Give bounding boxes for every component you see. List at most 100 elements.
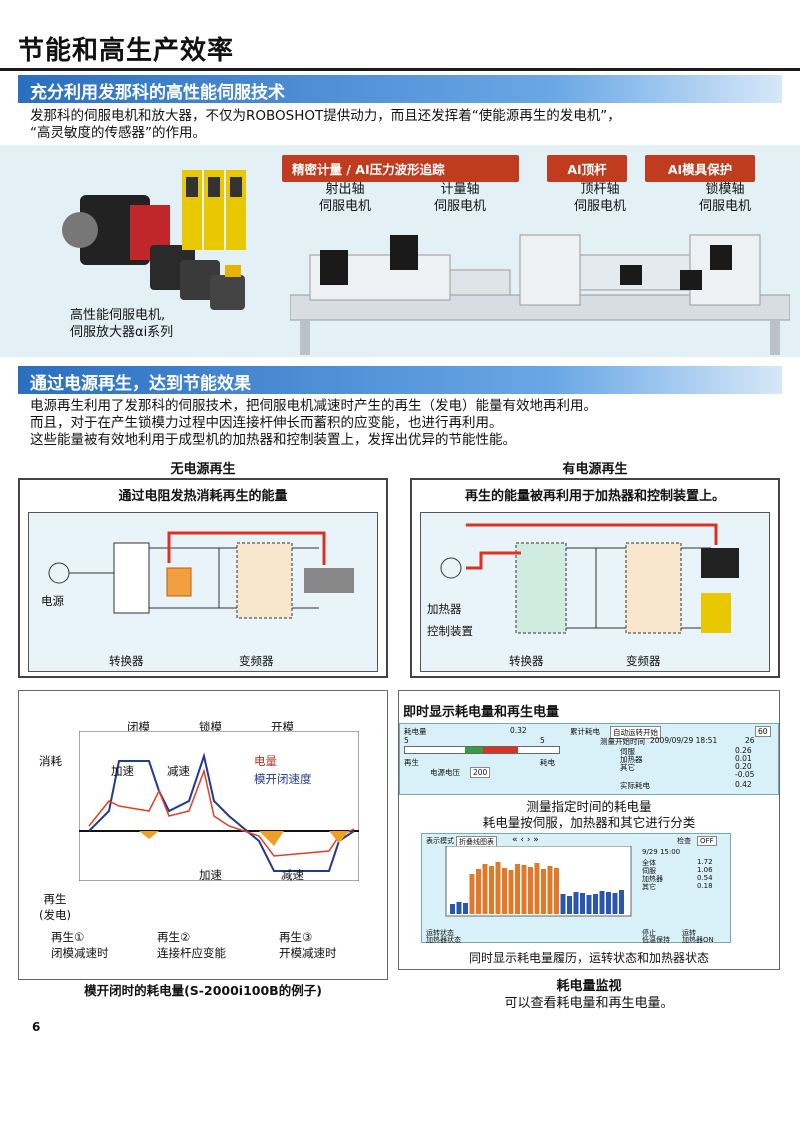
legend-servo: 伺服 — [642, 867, 656, 875]
legend-other: 其它 — [642, 883, 656, 891]
screen-consumption2: 耗电 — [540, 758, 555, 767]
y-label-regen: 再生 (发电) — [39, 892, 71, 922]
status-running: 运转 — [682, 929, 696, 937]
history-bar — [469, 874, 475, 914]
actual-value: 0.42 — [735, 780, 752, 789]
item-heater-value: 0.01 — [735, 754, 752, 763]
intro-line1: 发那科的伺服电机和放大器，不仅为ROBOSHOT提供动力，而且还发挥着“使能源再… — [30, 108, 621, 124]
left-circuit-title: 无电源再生 — [170, 462, 236, 477]
history-bar — [515, 864, 520, 914]
motor-label-metering: 计量轴 伺服电机 — [433, 182, 486, 214]
screen-auto[interactable]: 自动运转开始 — [610, 726, 661, 739]
history-bar — [573, 892, 579, 914]
value-26: 26 — [745, 736, 755, 745]
history-bar — [560, 894, 566, 914]
item-servo: 伺服 — [620, 747, 635, 756]
actual-label: 实际耗电 — [620, 781, 650, 790]
legend-date: 9/29 15:00 — [642, 848, 681, 856]
intro-line2: “高灵敏度的传感器”的作用。 — [30, 125, 206, 141]
monitor-footer-title: 耗电量监视 — [556, 979, 622, 994]
accel-label-2: 加速 — [199, 868, 222, 882]
title-rule — [0, 68, 800, 71]
power-screen: 耗电量 0.32 累计耗电 自动运转开始 60 5 5 测量开始时间 2009/… — [399, 723, 779, 795]
history-bar — [541, 869, 546, 914]
legend-other-value: 0.18 — [697, 882, 713, 890]
servo-caption-line2: 伺服放大器αi系列 — [70, 325, 174, 340]
voltage-value: 200 — [470, 767, 491, 778]
history-bar — [463, 903, 468, 914]
screen-zoom[interactable]: 60 — [755, 726, 771, 737]
tag-ai-mold-protect: AI模具保护 — [645, 155, 755, 182]
monitor-header: 即时显示耗电量和再生电量 — [403, 705, 560, 720]
servo-amplifier-image — [182, 170, 246, 250]
control-label: 控制装置 — [427, 624, 473, 638]
page-title: 节能和高生产效率 — [18, 36, 235, 66]
regen-value: -0.05 — [735, 770, 755, 779]
monitor-caption: 同时显示耗电量履历，运转状态和加热器状态 — [468, 951, 709, 965]
history-bar — [456, 902, 462, 914]
right-circuit-title: 有电源再生 — [562, 462, 628, 477]
history-bar — [534, 863, 540, 914]
history-bar — [495, 862, 501, 914]
history-screen: 表示模式 折叠线图表 « ‹ › » 检查 OFF 9/29 15:00 全体 … — [421, 833, 731, 944]
left-inverter-label: 变频器 — [239, 654, 274, 668]
waveform-plot — [79, 731, 359, 881]
left-circuit-schematic — [48, 531, 354, 619]
history-bar — [586, 895, 592, 914]
legend-speed: 模开闭速度 — [254, 772, 312, 786]
voltage-label: 电源电压 — [430, 768, 460, 777]
start-time: 2009/09/29 18:51 — [650, 736, 718, 745]
waveform-caption: 模开闭时的耗电量(S-2000i100B的例子) — [84, 983, 322, 998]
legend-servo-value: 1.06 — [697, 866, 713, 874]
screen-value: 0.32 — [510, 726, 527, 735]
right-circuit-subtitle: 再生的能量被再利用于加热器和控制装置上。 — [464, 489, 725, 504]
section2-text: 电源再生利用了发那科的伺服技术，把伺服电机减速时产生的再生（发电）能量有效地再利… — [30, 398, 790, 449]
item-other: 其它 — [620, 763, 635, 772]
screen-regen-label: 再生 — [404, 758, 419, 767]
section2-line3: 这些能量被有效地利用于成型机的加热器和控制装置上，发挥出优异的节能性能。 — [30, 432, 516, 448]
history-bar — [580, 893, 585, 914]
right-circuit-schematic — [440, 523, 739, 634]
history-bar — [476, 869, 481, 914]
status-stop: 停止 — [642, 929, 656, 937]
history-bar — [450, 904, 455, 914]
section2-banner: 通过电源再生，达到节能效果 — [18, 366, 782, 394]
history-bar — [489, 866, 494, 914]
section2-line1: 电源再生利用了发那科的伺服技术，把伺服电机减速时产生的再生（发电）能量有效地再利… — [30, 398, 597, 414]
history-bar — [502, 868, 507, 914]
servo-caption-line1: 高性能伺服电机, — [70, 308, 166, 323]
legend-total-value: 1.72 — [697, 858, 713, 866]
left-circuit-subtitle: 通过电阻发热消耗再生的能量 — [118, 489, 288, 504]
start-time-label: 测量开始时间 — [600, 737, 645, 746]
right-inverter-label: 变频器 — [626, 654, 661, 668]
motor-label-ejector: 顶杆轴 伺服电机 — [573, 182, 626, 214]
monitor-annotation: 测量指定时间的耗电量 耗电量按伺服，加热器和其它进行分类 — [399, 799, 779, 831]
history-chart — [445, 846, 632, 917]
history-bar — [528, 867, 533, 914]
power-label: 电源 — [41, 594, 64, 608]
history-bar — [508, 870, 514, 914]
status-low-temp: 低温保持 — [642, 936, 670, 944]
legend-heater: 加热器 — [642, 875, 663, 883]
servo-caption: 高性能伺服电机, 伺服放大器αi系列 — [70, 307, 240, 341]
left-circuit-frame: 通过电阻发热消耗再生的能量 电源 转换器 变频器 — [18, 478, 388, 678]
decel-label-1: 减速 — [167, 764, 190, 778]
legend-total: 全体 — [642, 859, 656, 867]
regen-note-2: 再生② 连接杆应变能 — [157, 930, 226, 960]
check-label: 检查 — [677, 837, 691, 845]
regen-note-3: 再生③ 开模减速时 — [279, 930, 337, 960]
regen-bar-fill — [465, 747, 483, 753]
power-bar — [404, 746, 560, 754]
power-bar-fill — [483, 747, 518, 753]
history-bar — [612, 893, 618, 914]
scale-right: 5 — [540, 736, 545, 745]
nav-buttons[interactable]: « ‹ › » — [512, 835, 539, 845]
check-value[interactable]: OFF — [697, 836, 717, 846]
screen-consumption-label: 耗电量 — [404, 727, 427, 736]
right-circuit-frame: 再生的能量被再利用于加热器和控制装置上。 加热器 控制装置 转换器 变频器 — [410, 478, 780, 678]
accel-label-1: 加速 — [111, 764, 134, 778]
section1-banner: 充分利用发那科的高性能伺服技术 — [18, 75, 782, 103]
history-bar — [599, 891, 605, 914]
screen-total-label: 累计耗电 — [570, 727, 600, 736]
servo-motors-image — [62, 195, 245, 310]
